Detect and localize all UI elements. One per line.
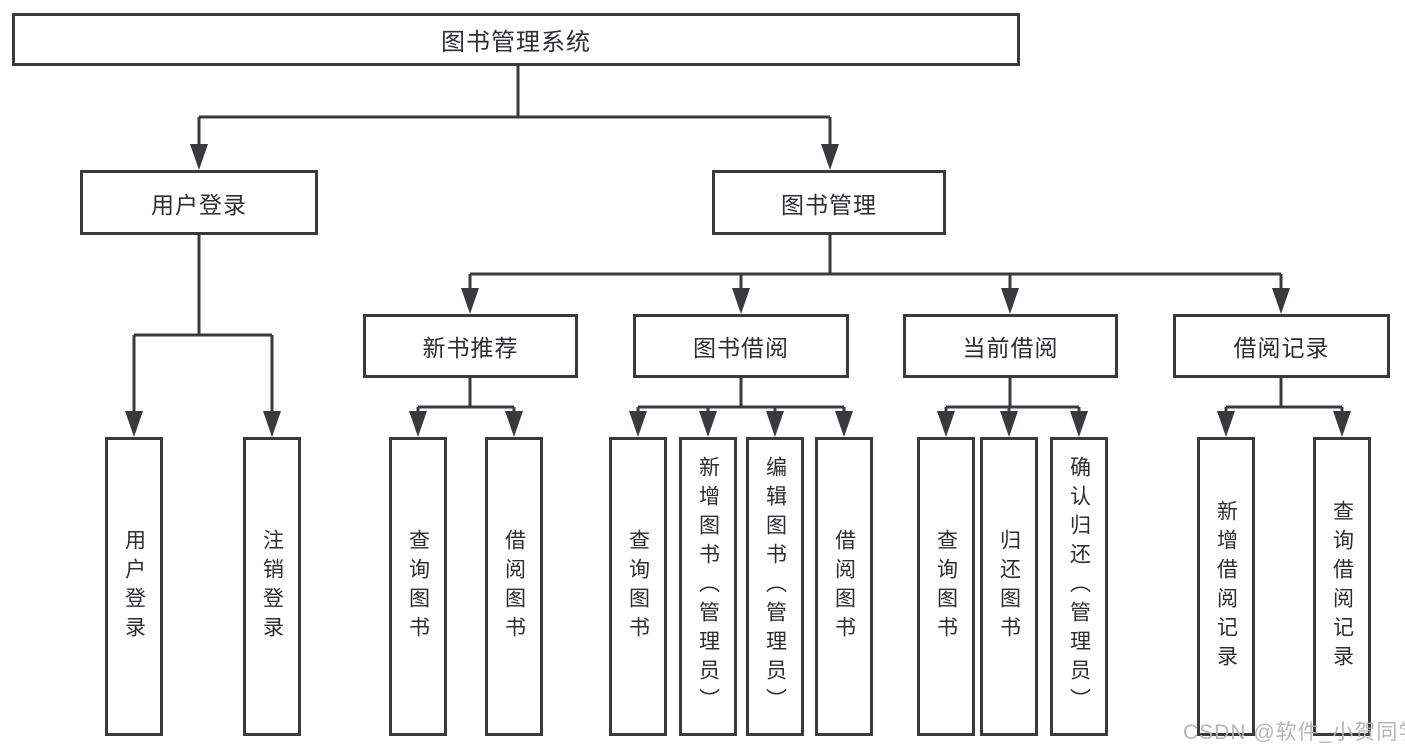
node-new-book-recommendation: 新书推荐: [363, 314, 578, 378]
leaf-return-book: 归还图书: [980, 437, 1038, 736]
node-borrowing-records: 借阅记录: [1173, 314, 1390, 378]
leaf-logout: 注销登录: [243, 437, 301, 736]
node-book-management: 图书管理: [712, 170, 946, 235]
leaf-add-book-admin: 新增图书（管理员）: [679, 437, 737, 736]
leaf-edit-book-admin: 编辑图书（管理员）: [746, 437, 804, 736]
node-library-management-system: 图书管理系统: [12, 13, 1020, 66]
leaf-query-books-borrowing: 查询图书: [609, 437, 667, 736]
leaf-query-borrow-record: 查询借阅记录: [1313, 437, 1371, 736]
watermark: CSDN @软件_小贺同学: [1183, 721, 1405, 744]
node-book-borrowing: 图书借阅: [633, 314, 849, 378]
leaf-query-books-recommend: 查询图书: [389, 437, 447, 736]
leaf-add-borrow-record: 新增借阅记录: [1197, 437, 1255, 736]
leaf-query-books-current: 查询图书: [917, 437, 975, 736]
leaf-confirm-return-admin: 确认归还（管理员）: [1050, 437, 1108, 736]
leaf-borrow-books-borrowing: 借阅图书: [815, 437, 873, 736]
node-user-login: 用户登录: [80, 170, 318, 235]
leaf-user-login: 用户登录: [105, 437, 163, 736]
node-current-borrowing: 当前借阅: [903, 314, 1118, 378]
leaf-borrow-books-recommend: 借阅图书: [485, 437, 543, 736]
